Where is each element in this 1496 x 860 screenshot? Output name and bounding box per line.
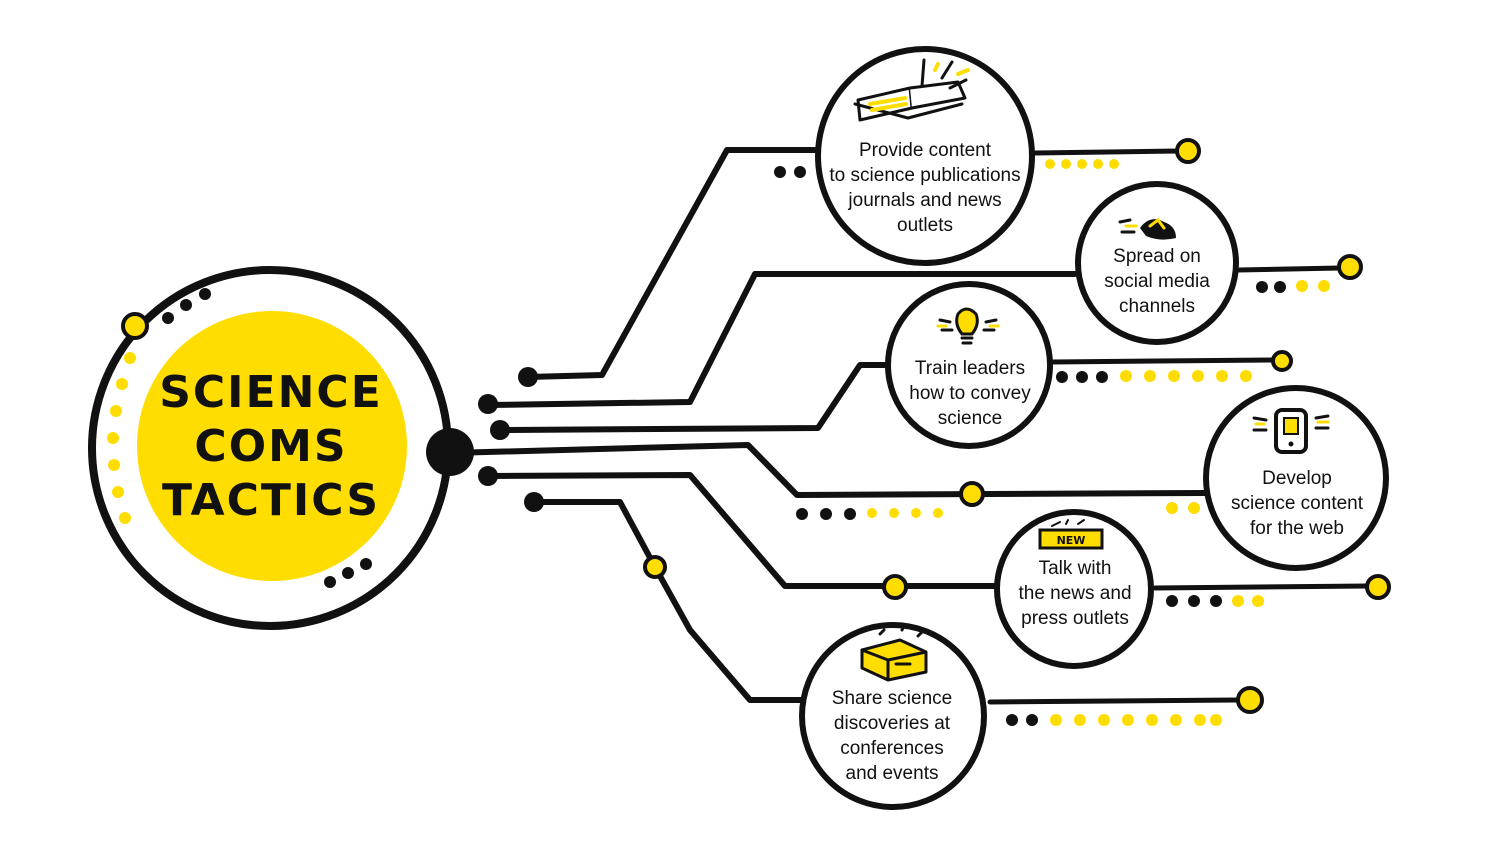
tail-line-train xyxy=(1049,357,1278,365)
end-node xyxy=(643,555,667,579)
central-hub xyxy=(88,266,474,630)
start-dot xyxy=(490,420,510,440)
hub-accent-node xyxy=(121,312,149,340)
tactic-circle-social xyxy=(1075,181,1239,345)
start-dot xyxy=(524,492,544,512)
tactic-label-social: Spread on social media channels xyxy=(1104,246,1210,317)
tactic-label-news: Talk with the news and press outlets xyxy=(1018,558,1132,629)
news-sign-icon: NEW xyxy=(1038,519,1104,550)
tail-line-news xyxy=(1152,583,1371,591)
tail-line-publications xyxy=(1032,148,1181,156)
connector-lines-right xyxy=(987,148,1371,705)
tactic-circle-train xyxy=(885,281,1053,449)
end-node xyxy=(1271,350,1293,372)
tail-line-conferences xyxy=(987,697,1241,705)
title-line-1: SCIENCE xyxy=(159,367,383,418)
bird-icon xyxy=(1118,217,1176,240)
tactic-circle-conferences xyxy=(799,622,987,810)
end-node xyxy=(1236,686,1264,714)
diagram-title: SCIENCE COMS TACTICS xyxy=(140,366,402,528)
connector-line-social xyxy=(485,271,1078,408)
start-dot xyxy=(518,367,538,387)
end-node xyxy=(1175,138,1201,164)
open-book-icon xyxy=(853,58,970,122)
connector-lines xyxy=(447,147,1208,703)
start-dot xyxy=(478,394,498,414)
title-line-3: TACTICS xyxy=(161,475,381,526)
end-node xyxy=(1365,574,1391,600)
hub-yellow-core xyxy=(137,311,407,581)
tactic-label-conferences: Share science discoveries at conferences… xyxy=(831,688,953,784)
title-line-2: COMS xyxy=(194,421,348,472)
tactic-circle-web xyxy=(1203,385,1389,571)
connector-line-conferences xyxy=(531,499,808,703)
end-nodes xyxy=(643,138,1391,714)
tactic-label-publications: Provide content to science publications … xyxy=(829,140,1021,236)
tail-line-social xyxy=(1235,265,1343,273)
start-dot xyxy=(478,466,498,486)
tactic-circle-news xyxy=(994,509,1154,669)
svg-text:NEW: NEW xyxy=(1057,534,1086,547)
lightbulb-icon xyxy=(936,307,1000,345)
end-node xyxy=(959,481,985,507)
dot-trails xyxy=(774,159,1330,726)
start-dots xyxy=(478,367,544,512)
phone-icon xyxy=(1252,408,1330,454)
tactic-label-train: Train leaders how to convey science xyxy=(909,358,1031,429)
tactic-circles xyxy=(799,46,1389,810)
connector-line-train xyxy=(497,362,888,433)
connector-line-web xyxy=(447,442,1208,498)
box-icon xyxy=(860,624,928,682)
tactic-label-web: Develop science content for the web xyxy=(1230,468,1364,539)
end-node xyxy=(1337,254,1363,280)
end-node xyxy=(882,574,908,600)
hub-connector-knob xyxy=(426,428,474,476)
connector-line-publications xyxy=(525,147,818,380)
